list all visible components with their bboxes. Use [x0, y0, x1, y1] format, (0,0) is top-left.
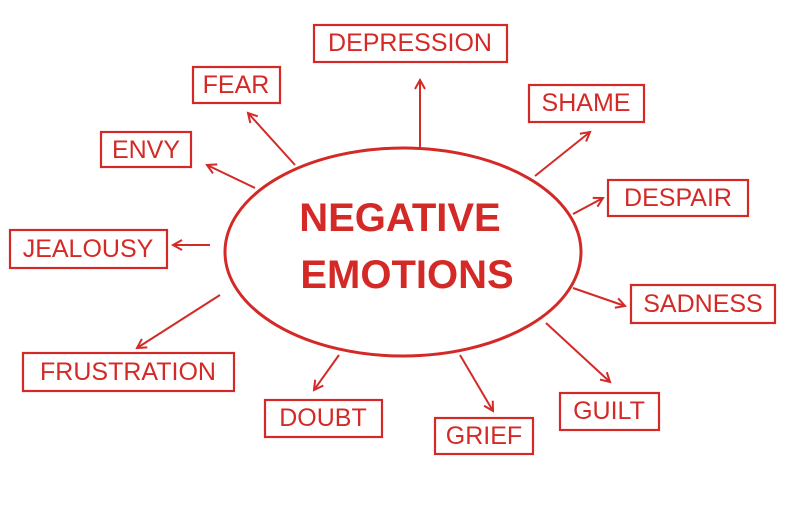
- emotion-box-frustration: FRUSTRATION: [21, 351, 236, 393]
- emotion-label: FEAR: [203, 71, 270, 99]
- emotion-label: GUILT: [573, 397, 645, 425]
- arrow-to-despair: [572, 198, 603, 215]
- emotion-label: JEALOUSY: [23, 235, 154, 263]
- emotion-label: DOUBT: [279, 404, 367, 432]
- emotion-box-frame: [263, 398, 384, 439]
- center-ellipse: [223, 146, 583, 358]
- arrow-to-shame: [534, 132, 590, 177]
- arrow-to-frustration: [137, 294, 221, 348]
- emotion-box-jealousy: JEALOUSY: [8, 228, 169, 270]
- emotion-box-frame: [99, 130, 193, 169]
- emotion-box-guilt: GUILT: [558, 391, 661, 432]
- arrow-to-fear: [248, 113, 296, 166]
- emotion-label: FRUSTRATION: [40, 358, 216, 386]
- emotion-label: DEPRESSION: [328, 29, 492, 57]
- emotion-label: SADNESS: [643, 290, 762, 318]
- emotion-box-frame: [21, 351, 236, 393]
- center-title-line2: EMOTIONS: [300, 253, 513, 297]
- emotion-box-despair: DESPAIR: [606, 178, 750, 218]
- center-title-line1: NEGATIVE: [299, 196, 501, 240]
- emotion-box-doubt: DOUBT: [263, 398, 384, 439]
- emotion-box-frame: [312, 23, 509, 64]
- emotion-box-frame: [191, 65, 282, 105]
- emotion-box-grief: GRIEF: [433, 416, 535, 456]
- arrow-to-doubt: [314, 354, 340, 390]
- arrow-to-envy: [207, 165, 256, 189]
- emotion-box-frame: [527, 83, 646, 124]
- emotion-box-frame: [8, 228, 169, 270]
- emotion-box-sadness: SADNESS: [629, 283, 777, 325]
- emotion-box-frame: [558, 391, 661, 432]
- center-node: NEGATIVE EMOTIONS: [223, 146, 583, 358]
- emotion-box-frame: [433, 416, 535, 456]
- emotion-label: ENVY: [112, 136, 180, 164]
- arrow-to-guilt: [545, 322, 610, 382]
- emotion-box-fear: FEAR: [191, 65, 282, 105]
- emotion-label: SHAME: [542, 89, 631, 117]
- arrow-to-sadness: [572, 287, 625, 306]
- emotion-box-frame: [606, 178, 750, 218]
- emotion-box-shame: SHAME: [527, 83, 646, 124]
- emotion-box-envy: ENVY: [99, 130, 193, 169]
- emotion-box-depression: DEPRESSION: [312, 23, 509, 64]
- emotion-label: DESPAIR: [624, 184, 732, 212]
- arrow-to-grief: [459, 354, 493, 411]
- emotion-label: GRIEF: [446, 422, 522, 450]
- emotion-box-frame: [629, 283, 777, 325]
- arrows: [137, 80, 625, 411]
